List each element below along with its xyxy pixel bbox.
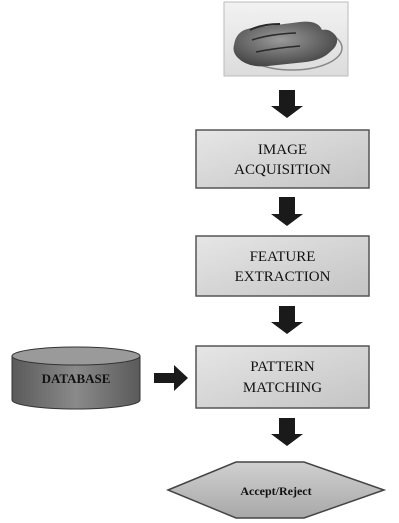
image-acquisition-line1: IMAGE bbox=[258, 142, 307, 158]
pattern-matching-step: PATTERN MATCHING bbox=[195, 345, 370, 409]
arrow-down-2 bbox=[271, 197, 303, 226]
accept-reject-decision: Accept/Reject bbox=[166, 461, 387, 519]
arrow-down-1 bbox=[271, 90, 303, 118]
feature-extraction-line2: EXTRACTION bbox=[235, 269, 331, 285]
image-acquisition-step: IMAGE ACQUISITION bbox=[195, 129, 370, 189]
hand-image bbox=[223, 1, 349, 77]
image-acquisition-line2: ACQUISITION bbox=[234, 162, 331, 178]
arrow-down-4 bbox=[271, 418, 303, 446]
decision-label: Accept/Reject bbox=[240, 484, 311, 498]
arrow-right bbox=[154, 365, 188, 391]
pattern-matching-line1: PATTERN bbox=[250, 359, 315, 375]
feature-extraction-line1: FEATURE bbox=[250, 249, 316, 265]
arrow-down-3 bbox=[271, 306, 303, 334]
pattern-matching-line2: MATCHING bbox=[243, 380, 322, 396]
database-cylinder: DATABASE bbox=[11, 346, 141, 410]
database-label: DATABASE bbox=[42, 371, 111, 386]
feature-extraction-step: FEATURE EXTRACTION bbox=[195, 235, 370, 297]
